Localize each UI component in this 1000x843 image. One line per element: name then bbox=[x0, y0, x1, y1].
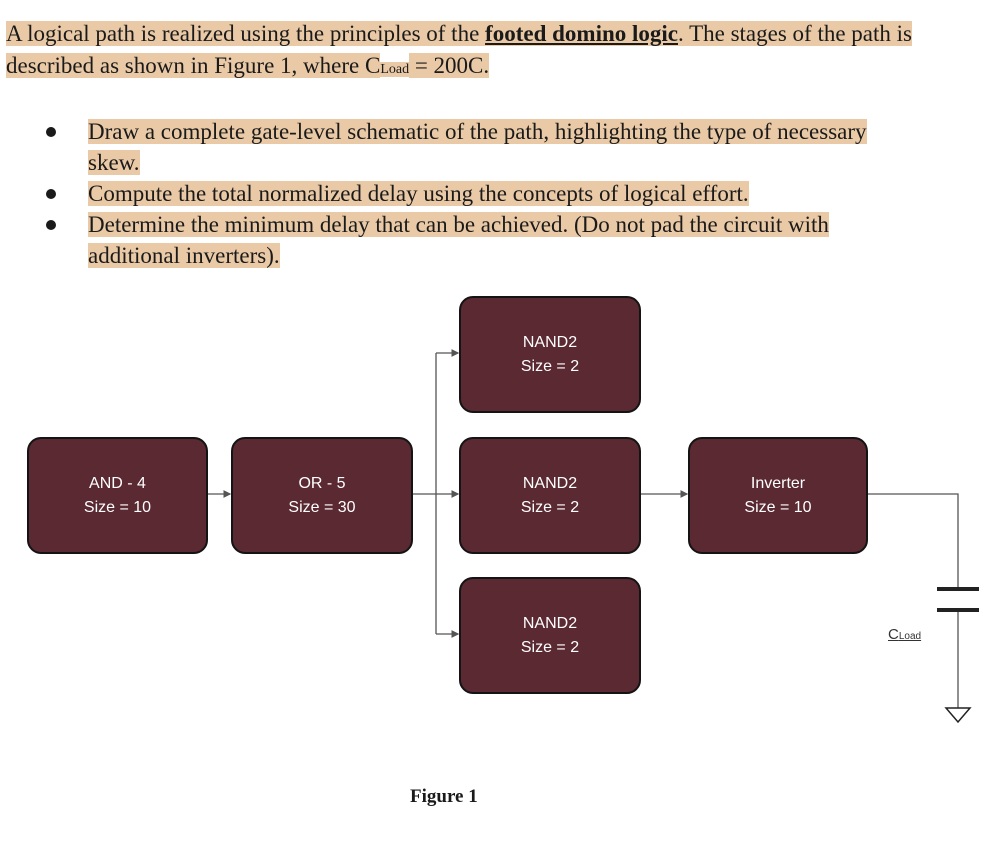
load-capacitor-label: CLoad bbox=[888, 626, 921, 643]
nand2-bottom-block: NAND2 Size = 2 bbox=[459, 577, 641, 694]
problem-statement: A logical path is realized using the pri… bbox=[6, 18, 936, 86]
bullet-icon bbox=[46, 189, 56, 199]
block-size: Size = 10 bbox=[744, 498, 812, 516]
nand2-top-block: NAND2 Size = 2 bbox=[459, 296, 641, 413]
statement-text-1: A logical path is realized using the pri… bbox=[6, 21, 486, 46]
and4-block: AND - 4 Size = 10 bbox=[27, 437, 208, 554]
block-size: Size = 30 bbox=[288, 498, 356, 516]
task-list: Draw a complete gate-level schematic of … bbox=[40, 116, 920, 271]
inverter-block: Inverter Size = 10 bbox=[688, 437, 868, 554]
task-item: Determine the minimum delay that can be … bbox=[40, 209, 920, 271]
block-name: OR - 5 bbox=[298, 474, 346, 492]
bullet-icon bbox=[46, 127, 56, 137]
task-item: Compute the total normalized delay using… bbox=[40, 178, 920, 209]
load-c: C bbox=[888, 626, 899, 643]
ground-icon bbox=[944, 707, 972, 724]
task-text: Compute the total normalized delay using… bbox=[88, 181, 749, 206]
capacitor-icon bbox=[937, 587, 979, 612]
block-name: NAND2 bbox=[522, 474, 578, 492]
block-size: Size = 2 bbox=[520, 498, 580, 516]
nand2-mid-block: NAND2 Size = 2 bbox=[459, 437, 641, 554]
task-item: Draw a complete gate-level schematic of … bbox=[40, 116, 920, 178]
load-subscript: Load bbox=[380, 62, 410, 77]
footed-domino-logic-term: footed domino logic bbox=[485, 21, 678, 46]
or5-block: OR - 5 Size = 30 bbox=[231, 437, 413, 554]
wire-inverter-to-load bbox=[867, 493, 959, 588]
block-size: Size = 2 bbox=[520, 357, 580, 375]
block-name: Inverter bbox=[750, 474, 806, 492]
block-name: NAND2 bbox=[522, 333, 578, 351]
bullet-icon bbox=[46, 220, 56, 230]
block-size: Size = 10 bbox=[83, 498, 152, 516]
load-label-subscript: Load bbox=[898, 631, 922, 642]
block-size: Size = 2 bbox=[520, 638, 580, 656]
block-name: NAND2 bbox=[522, 614, 578, 632]
figure-caption: Figure 1 bbox=[410, 786, 478, 807]
block-name: AND - 4 bbox=[89, 474, 146, 492]
statement-text-3: = 200C. bbox=[409, 53, 490, 78]
